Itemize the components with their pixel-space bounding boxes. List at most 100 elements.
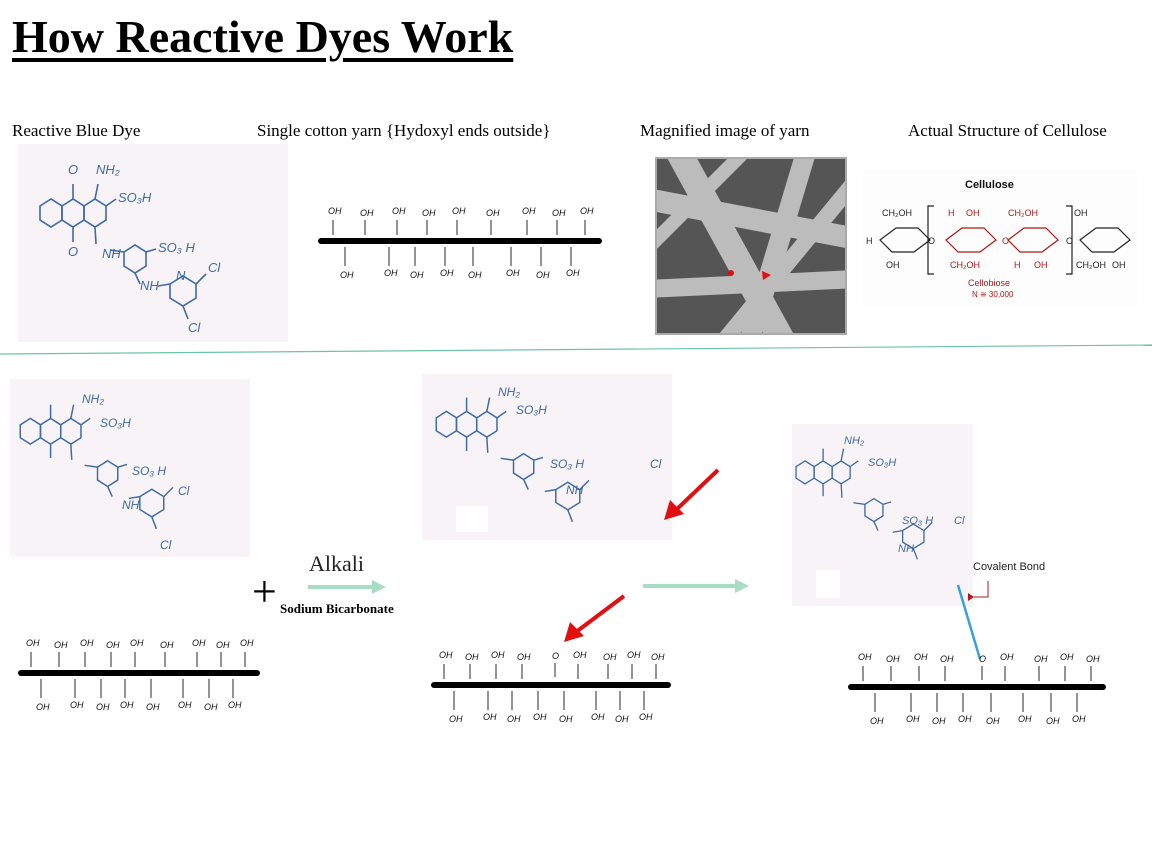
oh-label: OH <box>328 206 342 216</box>
oh-label: OH <box>228 700 242 710</box>
cl-label-d: Cl <box>160 538 172 552</box>
oh-label: OH <box>449 714 463 724</box>
oh-label: OH <box>615 714 629 724</box>
section-divider <box>0 344 1152 355</box>
oh-label: OH <box>465 652 479 662</box>
cellulose-title: Cellulose <box>965 179 1014 191</box>
carbonyl-o-bottom: O <box>68 244 78 259</box>
oh-label: OH <box>1046 716 1060 726</box>
oh-label: OH <box>858 652 872 662</box>
nh2-label-b: NH₂ <box>82 392 104 406</box>
oh-label: OH <box>507 714 521 724</box>
red-arrow-hydroxyl <box>564 594 626 642</box>
oh-label: OH <box>627 650 641 660</box>
oh-label: OH <box>96 702 110 712</box>
oh-label: OH <box>452 206 466 216</box>
oh-label: OH <box>651 652 665 662</box>
so3h-label-b: SO₃ H <box>158 240 196 255</box>
dye-panel-reactant: NH₂ SO₃H SO₃ H NH Cl Cl <box>10 379 250 557</box>
cl-label-top: Cl <box>208 260 221 275</box>
n-label: N <box>176 268 186 283</box>
caption-magnified-yarn: Magnified image of yarn <box>640 121 810 140</box>
ch2oh-1: CH₂OH <box>882 208 912 218</box>
o-link-1: O <box>928 236 935 246</box>
oh-label: OH <box>559 714 573 724</box>
oh-label: OH <box>204 702 218 712</box>
o-bonded-label: O <box>979 654 986 664</box>
so3h-label-g: SO₃H <box>868 457 896 469</box>
oh-label: OH <box>536 270 550 280</box>
oh-label: OH <box>591 712 605 722</box>
so3h-label: SO₃H <box>118 190 152 205</box>
so3h-label-f: SO₃ H <box>550 457 584 471</box>
oh-label: OH <box>1000 652 1014 662</box>
so3h-label-c: SO₃H <box>100 416 131 430</box>
red-arrow-reactive-site <box>664 468 720 520</box>
oh-label: OH <box>106 640 120 650</box>
oh-label: OH <box>870 716 884 726</box>
oh-label: OH <box>384 268 398 278</box>
ch2oh-red: CH₂OH <box>950 260 980 270</box>
so3h-label-h: SO₃ H <box>902 515 933 527</box>
dye-structure-diagram: O O NH₂ SO₃H NH SO₃ H NH N Cl Cl <box>39 162 221 335</box>
oh-label: OH <box>533 712 547 722</box>
oh-label: OH <box>1060 652 1074 662</box>
oh-label: OH <box>522 206 536 216</box>
caption-cotton-yarn: Single cotton yarn {Hydoxyl ends outside… <box>257 121 551 140</box>
oh-label: OH <box>468 270 482 280</box>
nh2-label: NH₂ <box>96 162 120 177</box>
oh-label: OH <box>360 208 374 218</box>
nh-label-b: NH <box>140 278 159 293</box>
covalent-bond-label: Covalent Bond <box>973 561 1046 573</box>
oh-label: OH <box>216 640 230 650</box>
oh-label: OH <box>1018 714 1032 724</box>
oh-label: OH <box>506 268 520 278</box>
page-title: How Reactive Dyes Work <box>12 11 514 62</box>
magnified-yarn-image <box>655 157 847 335</box>
oh-label: OH <box>486 208 500 218</box>
cellobiose-n: N ≅ 30,000 <box>972 290 1014 299</box>
plus-sign: + <box>252 567 277 616</box>
oh-label: OH <box>886 654 900 664</box>
oh-label: OH <box>410 270 424 280</box>
ch2oh-2: CH₂OH <box>1008 208 1038 218</box>
nh-label-c: NH <box>122 498 140 512</box>
dye-panel-activated: NH₂ SO₃H SO₃ H NH Cl <box>422 374 672 540</box>
oh-right-top: OH <box>1074 208 1088 218</box>
oh-red-2: OH <box>1034 260 1048 270</box>
so3h-label-d: SO₃ H <box>132 464 166 478</box>
oh-label: OH <box>240 638 254 648</box>
red-marker-dot <box>728 270 734 276</box>
dye-structure-panel: O O NH₂ SO₃H NH SO₃ H NH N Cl Cl <box>18 144 288 342</box>
oh-label: OH <box>639 712 653 722</box>
cellobiose-label: Cellobiose <box>968 278 1010 288</box>
oh-label: OH <box>552 208 566 218</box>
cl-label-c: Cl <box>178 484 190 498</box>
ch2oh-3: CH₂OH <box>1076 260 1106 270</box>
oh-label: OH <box>580 206 594 216</box>
alkali-label: Alkali <box>309 551 364 576</box>
nh2-label-d: NH₂ <box>844 435 865 447</box>
caption-reactive-blue-dye: Reactive Blue Dye <box>12 121 141 140</box>
oh-label: OH <box>958 714 972 724</box>
nh2-label-c: NH₂ <box>498 385 520 399</box>
caption-cellulose-structure: Actual Structure of Cellulose <box>908 121 1107 140</box>
nh-label: NH <box>102 246 121 261</box>
oh-label: OH <box>1072 714 1086 724</box>
nh-label-e: NH <box>898 543 914 555</box>
cl-label-e: Cl <box>650 457 662 471</box>
reaction-arrow <box>643 579 749 593</box>
dye-panel-bonded: NH₂ SO₃H SO₃ H NH Cl <box>792 424 973 606</box>
oh-label: OH <box>192 638 206 648</box>
oh-label: OH <box>573 650 587 660</box>
oh-label: OH <box>603 652 617 662</box>
oh-label: OH <box>566 268 580 278</box>
oh-label: OH <box>906 714 920 724</box>
carbonyl-o-top: O <box>68 162 78 177</box>
o-link-2: O <box>1002 236 1009 246</box>
cellulose-structure-diagram: Cellulose CH₂OH OH O O OH H CH₂OH OH H O… <box>862 170 1138 305</box>
oh-label: OH <box>26 638 40 648</box>
